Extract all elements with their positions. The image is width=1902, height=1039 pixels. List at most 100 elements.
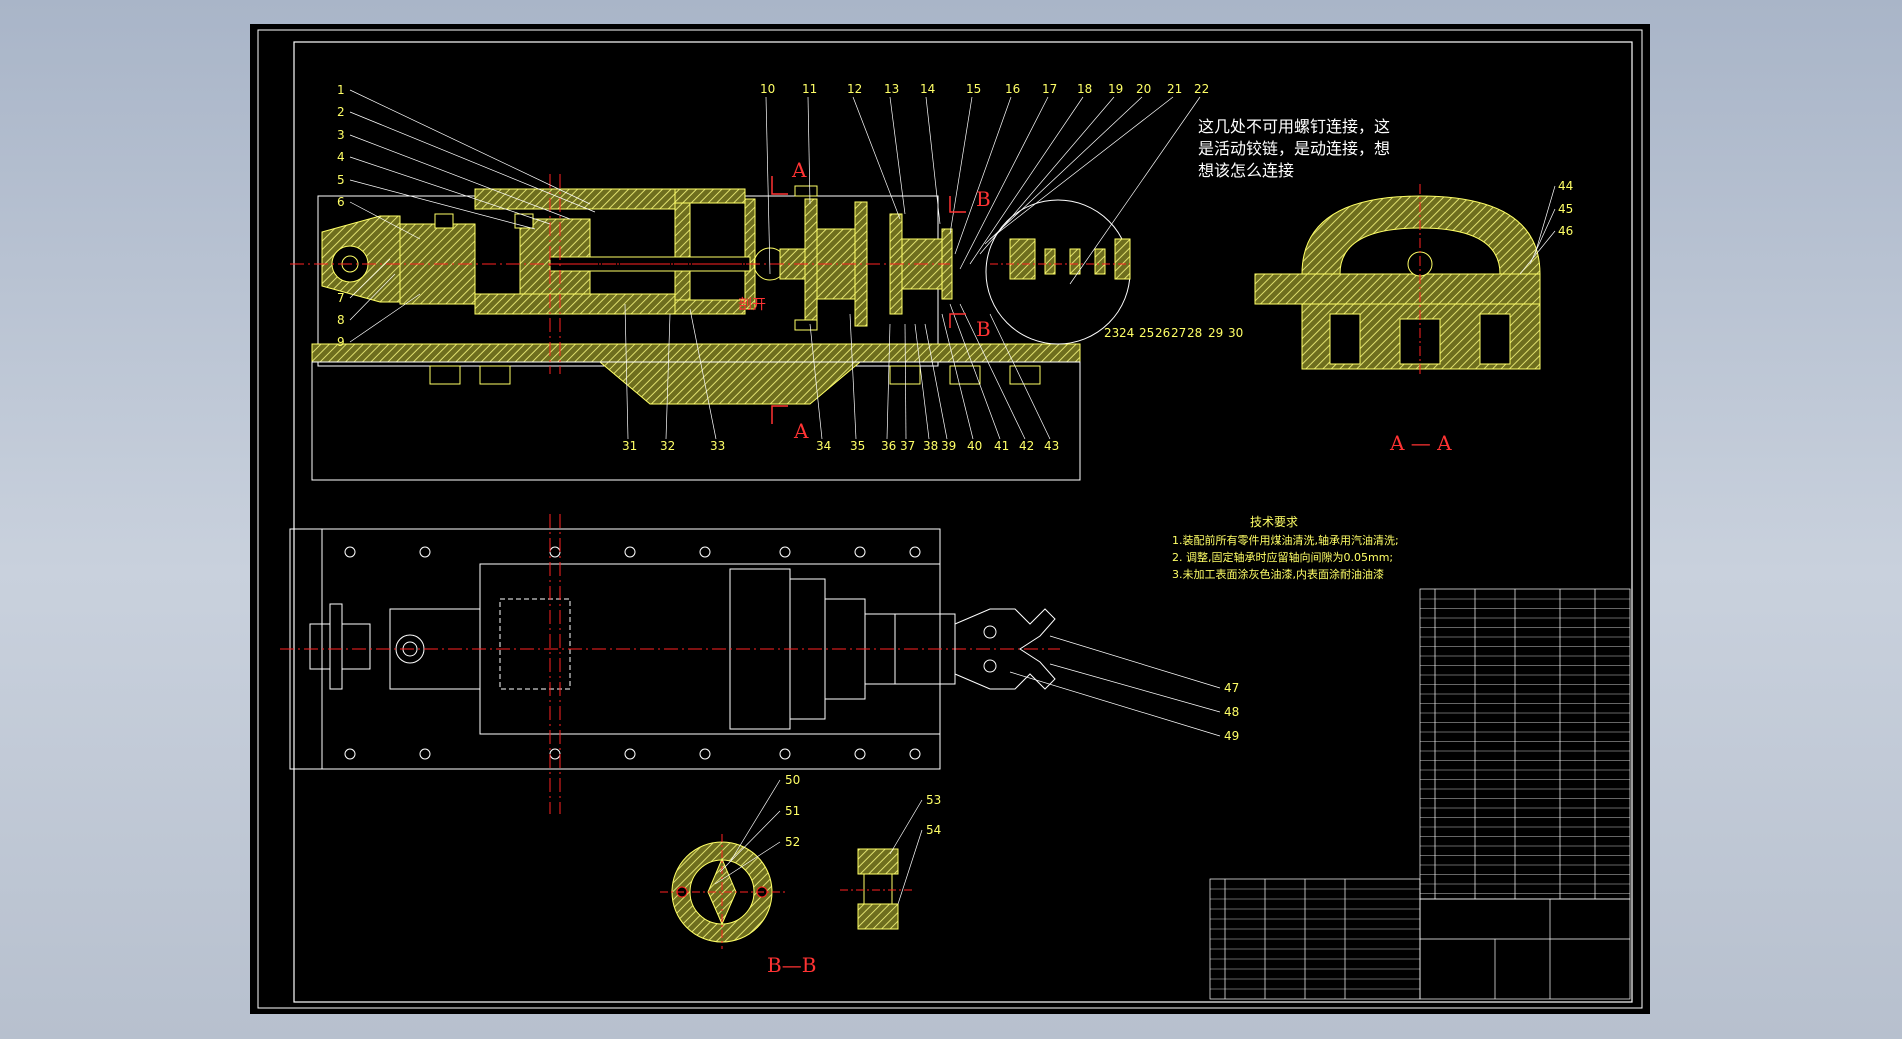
leader-line	[989, 96, 1174, 240]
cut-open-note: 剖开	[738, 297, 766, 313]
callout-17: 17	[1042, 82, 1057, 96]
callout-3: 3	[337, 128, 345, 142]
leader-line	[959, 303, 1026, 440]
leader-line	[624, 303, 629, 440]
callout-23: 23	[1104, 326, 1119, 340]
section-bb-view	[660, 834, 915, 949]
callout-19: 19	[1108, 82, 1123, 96]
callout-1: 1	[337, 83, 345, 97]
callout-52: 52	[785, 835, 800, 849]
leader-line	[1519, 230, 1556, 275]
tech-req-item-2: 2. 调整,固定轴承时应留轴向间隙为0.05mm;	[1172, 550, 1393, 564]
callout-41: 41	[994, 439, 1009, 453]
callout-27: 27	[1171, 326, 1186, 340]
detail-circle-view	[985, 199, 1131, 345]
leader-line	[924, 323, 948, 440]
callout-5: 5	[337, 173, 345, 187]
leader-line	[807, 96, 811, 205]
callout-30: 30	[1228, 326, 1243, 340]
leader-line	[719, 810, 781, 873]
leader-line	[349, 89, 591, 205]
callout-53: 53	[926, 793, 941, 807]
leader-line	[1049, 635, 1221, 689]
leader-line	[914, 323, 930, 440]
callout-43: 43	[1044, 439, 1059, 453]
leader-line	[1009, 671, 1221, 737]
section-aa-title: A — A	[1389, 431, 1452, 455]
outer-border	[257, 29, 1643, 1009]
callout-28: 28	[1187, 326, 1202, 340]
callout-32: 32	[660, 439, 675, 453]
inner-border	[293, 41, 1633, 1003]
leader-line	[1049, 663, 1221, 713]
note-line-3: 想该怎么连接	[1198, 161, 1294, 180]
callout-38: 38	[923, 439, 938, 453]
parts-list	[1209, 588, 1631, 1000]
leader-line	[852, 96, 901, 220]
gripper-claw-icon	[954, 608, 1056, 690]
hinge-note: 这几处不可用螺钉连接，这 是活动铰链，是动连接，想 想该怎么连接	[1198, 117, 1390, 180]
section-a-bottom-label: A	[793, 419, 809, 443]
callout-33: 33	[710, 439, 725, 453]
callout-21: 21	[1167, 82, 1182, 96]
section-bb-title: B—B	[767, 953, 816, 977]
tech-req-item-3: 3.未加工表面涂灰色油漆,内表面涂耐油油漆	[1172, 567, 1384, 581]
leader-line	[349, 111, 596, 213]
leader-line	[904, 323, 907, 440]
note-line-1: 这几处不可用螺钉连接，这	[1198, 117, 1390, 136]
callout-12: 12	[847, 82, 862, 96]
callout-22: 22	[1194, 82, 1209, 96]
assembly-drawing: 1 2 3 4 5 6 7 8 9 10 11 12 13 14 15 16 1…	[257, 29, 1643, 1009]
callout-14: 14	[920, 82, 935, 96]
leader-line	[349, 179, 536, 230]
callout-48: 48	[1224, 705, 1239, 719]
leader-line	[949, 303, 1001, 440]
leader-line	[941, 313, 974, 440]
tech-req-item-1: 1.装配前所有零件用煤油清洗,轴承用汽油清洗;	[1172, 533, 1399, 547]
section-b-bottom-label: B	[976, 317, 991, 341]
callout-25: 25	[1139, 326, 1154, 340]
section-labels: A A B B 剖开 A — A B—B	[738, 158, 1452, 977]
leader-line	[925, 96, 941, 225]
callout-7: 7	[337, 291, 345, 305]
callout-9: 9	[337, 335, 345, 349]
leader-line	[849, 313, 857, 440]
callout-24: 24	[1119, 326, 1134, 340]
leader-line	[979, 96, 1115, 255]
leader-line	[989, 313, 1051, 440]
section-a-top-label: A	[791, 158, 807, 182]
callout-54: 54	[926, 823, 941, 837]
callout-6: 6	[337, 195, 345, 209]
callout-42: 42	[1019, 439, 1034, 453]
leader-line	[969, 96, 1084, 265]
leader-line	[886, 323, 891, 440]
leader-line	[665, 313, 671, 440]
front-section-view	[311, 185, 1081, 481]
leader-line	[809, 323, 823, 440]
drawing-sheet: 1 2 3 4 5 6 7 8 9 10 11 12 13 14 15 16 1…	[250, 24, 1650, 1014]
leader-line	[765, 96, 771, 275]
leader-line	[959, 96, 1049, 270]
callout-18: 18	[1077, 82, 1092, 96]
callout-4: 4	[337, 150, 345, 164]
callout-20: 20	[1136, 82, 1151, 96]
centerlines	[290, 174, 950, 374]
callout-11: 11	[802, 82, 817, 96]
note-line-2: 是活动铰链，是动连接，想	[1198, 139, 1390, 158]
callout-8: 8	[337, 313, 345, 327]
leader-line	[1529, 208, 1556, 265]
leader-line	[714, 841, 781, 885]
tech-req-title: 技术要求	[1250, 515, 1298, 529]
top-view	[280, 528, 1060, 770]
callout-15: 15	[966, 82, 981, 96]
callout-numbers: 1 2 3 4 5 6 7 8 9 10 11 12 13 14 15 16 1…	[337, 82, 1573, 849]
leader-line	[1534, 185, 1556, 255]
leader-line	[949, 96, 973, 235]
callout-40: 40	[967, 439, 982, 453]
callout-26: 26	[1155, 326, 1170, 340]
callout-46: 46	[1558, 224, 1573, 238]
callout-29: 29	[1208, 326, 1223, 340]
leader-line	[1069, 96, 1201, 285]
callout-31: 31	[622, 439, 637, 453]
technical-requirements: 技术要求 1.装配前所有零件用煤油清洗,轴承用汽油清洗; 2. 调整,固定轴承时…	[1172, 515, 1399, 581]
